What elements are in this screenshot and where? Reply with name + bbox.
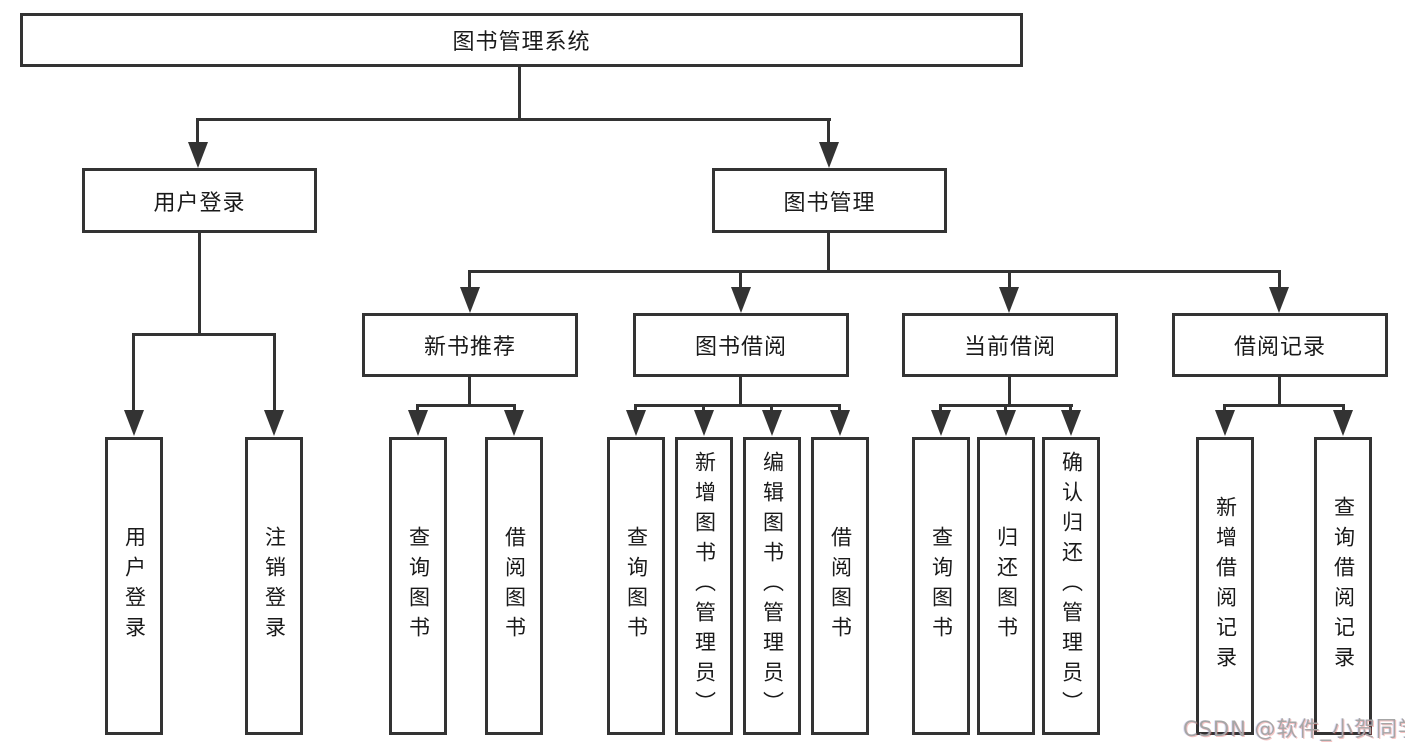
leaf-query-books-borrow: 查询图书 <box>607 437 665 735</box>
leaf-add-borrow-record: 新增借阅记录 <box>1196 437 1254 735</box>
node-current-borrow-label: 当前借阅 <box>963 335 1056 360</box>
connector-line <box>1008 377 1011 407</box>
watermark: CSDN @软件_小贺同学 <box>1183 717 1405 741</box>
node-root: 图书管理系统 <box>20 13 1023 67</box>
leaf-add-book-admin: 新增图书（管理员） <box>675 437 733 735</box>
connector-line <box>827 118 830 144</box>
connector-line <box>198 233 201 335</box>
arrowhead-down-icon <box>188 142 208 168</box>
node-user-login: 用户登录 <box>82 168 317 233</box>
arrowhead-down-icon <box>1269 287 1289 313</box>
node-user-login-label: 用户登录 <box>153 190 246 216</box>
connector-line <box>1223 404 1345 407</box>
connector-line <box>416 404 419 413</box>
connector-line <box>468 270 1281 273</box>
connector-line <box>770 404 773 413</box>
leaf-borrow-books: 借阅图书 <box>811 437 869 735</box>
connector-line <box>513 404 516 413</box>
leaf-query-borrow-record: 查询借阅记录 <box>1314 437 1372 735</box>
leaf-logout: 注销登录 <box>245 437 303 735</box>
arrowhead-down-icon <box>264 410 284 436</box>
leaf-confirm-return-admin: 确认归还（管理员） <box>1042 437 1100 735</box>
connector-line <box>196 118 199 144</box>
node-root-label: 图书管理系统 <box>452 30 591 55</box>
leaf-return-book: 归还图书 <box>977 437 1035 735</box>
connector-line <box>273 333 276 413</box>
connector-line <box>197 118 831 121</box>
connector-line <box>1004 404 1007 413</box>
connector-line <box>518 67 521 119</box>
connector-line <box>838 404 841 413</box>
arrowhead-down-icon <box>931 410 951 436</box>
arrowhead-down-icon <box>408 410 428 436</box>
arrowhead-down-icon <box>999 287 1019 313</box>
node-book-borrow: 图书借阅 <box>633 313 849 377</box>
arrowhead-down-icon <box>460 287 480 313</box>
connector-line <box>739 270 742 289</box>
leaf-user-login: 用户登录 <box>105 437 163 735</box>
connector-line <box>1278 377 1281 407</box>
connector-line <box>939 404 942 413</box>
leaf-query-books-current: 查询图书 <box>912 437 970 735</box>
node-current-borrow: 当前借阅 <box>902 313 1118 377</box>
node-book-management-label: 图书管理 <box>783 190 876 216</box>
connector-line <box>827 233 830 273</box>
connector-line <box>1069 404 1072 413</box>
arrowhead-down-icon <box>1215 410 1235 436</box>
arrowhead-down-icon <box>819 142 839 168</box>
arrowhead-down-icon <box>124 410 144 436</box>
connector-line <box>1342 404 1345 413</box>
node-borrow-records: 借阅记录 <box>1172 313 1388 377</box>
arrowhead-down-icon <box>762 410 782 436</box>
connector-line <box>416 404 516 407</box>
connector-line <box>1223 404 1226 413</box>
leaf-edit-book-admin: 编辑图书（管理员） <box>743 437 801 735</box>
connector-line <box>132 333 276 336</box>
node-book-management: 图书管理 <box>712 168 947 233</box>
connector-line <box>468 377 471 407</box>
arrowhead-down-icon <box>830 410 850 436</box>
connector-line <box>1278 270 1281 289</box>
leaf-query-books-recommend: 查询图书 <box>389 437 447 735</box>
connector-line <box>634 404 841 407</box>
connector-line <box>468 270 471 289</box>
arrowhead-down-icon <box>694 410 714 436</box>
node-new-book-recommend: 新书推荐 <box>362 313 578 377</box>
connector-line <box>739 377 742 407</box>
arrowhead-down-icon <box>996 410 1016 436</box>
node-book-borrow-label: 图书借阅 <box>694 335 787 360</box>
arrowhead-down-icon <box>1333 410 1353 436</box>
arrowhead-down-icon <box>626 410 646 436</box>
node-new-book-recommend-label: 新书推荐 <box>423 335 516 360</box>
arrowhead-down-icon <box>1061 410 1081 436</box>
connector-line <box>702 404 705 413</box>
connector-line <box>1008 270 1011 289</box>
connector-line <box>634 404 637 413</box>
arrowhead-down-icon <box>731 287 751 313</box>
node-borrow-records-label: 借阅记录 <box>1233 335 1326 360</box>
leaf-borrow-books-recommend: 借阅图书 <box>485 437 543 735</box>
arrowhead-down-icon <box>504 410 524 436</box>
connector-line <box>132 333 135 413</box>
